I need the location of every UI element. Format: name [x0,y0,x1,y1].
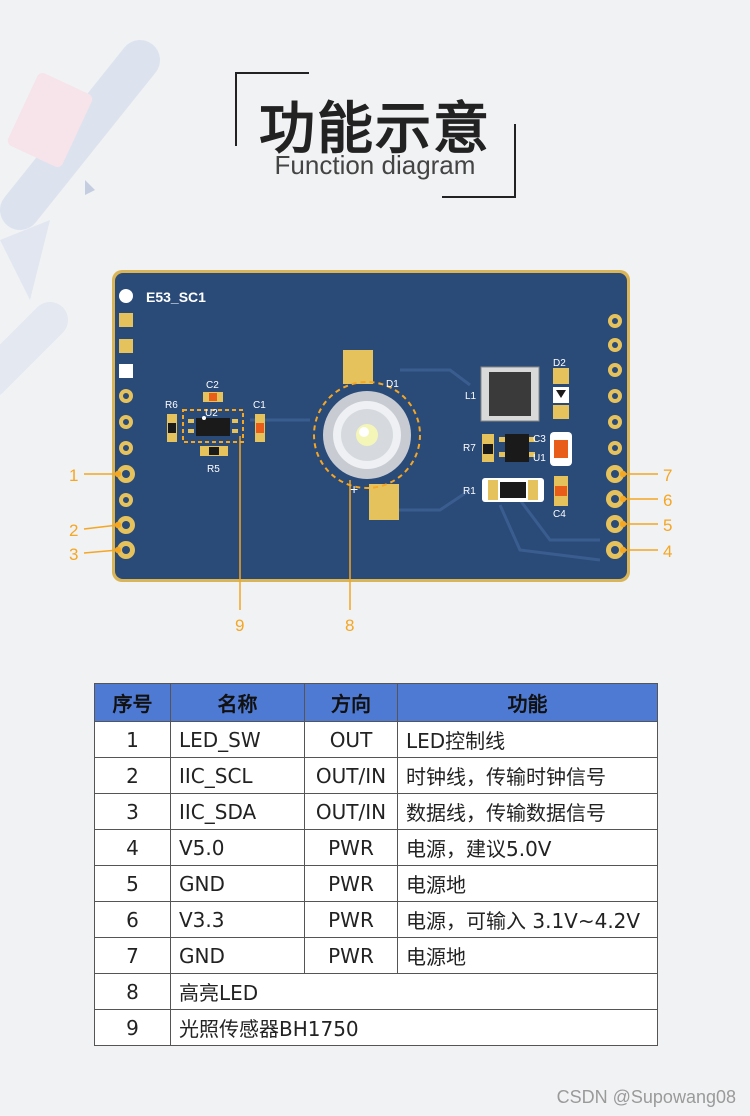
header-direction: 方向 [304,683,398,722]
left-header-pins [117,313,135,559]
title-frame-corner [442,124,516,198]
callout-lines [83,436,658,610]
cell-direction: OUT/IN [304,793,398,830]
right-header-pins [606,314,624,559]
cell-index: 1 [94,721,171,758]
cell-index: 6 [94,901,171,938]
cell-direction: PWR [304,865,398,902]
page-title: 功能示意 [259,97,491,162]
table-header-row: 序号 名称 方向 功能 [94,683,658,722]
callout-8: 8 [345,616,354,635]
cell-index: 8 [94,973,171,1010]
header-name: 名称 [170,683,305,722]
cell-name: IIC_SCL [170,757,305,794]
cell-name: V5.0 [170,829,305,866]
cell-direction: PWR [304,901,398,938]
diode-d2 [553,368,569,384]
table-row: 9 光照传感器BH1750 [94,1009,658,1046]
callout-9: 9 [235,616,244,635]
label-c2: C2 [206,380,219,391]
inductor-l1 [480,366,540,422]
label-c3: C3 [533,434,546,445]
regulator-u1 [499,434,535,462]
pcb-traces [250,368,601,562]
pin-function-table: 序号 名称 方向 功能 1 LED_SW OUT LED控制线 2 IIC_SC… [94,683,658,1046]
cell-function: 电源地 [397,865,658,902]
title-frame-corner [235,72,309,146]
cell-direction: OUT [304,721,398,758]
label-d2: D2 [553,358,566,369]
label-r6: R6 [165,400,178,411]
label-r1: R1 [463,486,476,497]
cell-function: 时钟线，传输时钟信号 [397,757,658,794]
cell-direction: OUT/IN [304,757,398,794]
watermark: CSDN @Supowang08 [556,1087,736,1107]
label-d1: D1 [386,379,399,390]
label-plus: + [350,481,358,497]
cell-name: LED_SW [170,721,305,758]
cell-index: 5 [94,865,171,902]
cell-direction: PWR [304,829,398,866]
resistor-r1 [482,478,544,502]
cell-description: 光照传感器BH1750 [170,1009,658,1046]
label-r7: R7 [463,443,476,454]
table-row: 5 GND PWR 电源地 [94,865,658,902]
label-c4: C4 [553,509,566,520]
cell-index: 7 [94,937,171,974]
cell-name: GND [170,865,305,902]
table-row: 2 IIC_SCL OUT/IN 时钟线，传输时钟信号 [94,757,658,794]
table-row: 3 IIC_SDA OUT/IN 数据线，传输数据信号 [94,793,658,830]
callout-1: 1 [69,466,78,485]
callout-6: 6 [663,491,672,510]
label-l1: L1 [465,391,477,402]
cell-index: 9 [94,1009,171,1046]
cell-function: 数据线，传输数据信号 [397,793,658,830]
header-index: 序号 [94,683,171,722]
callout-5: 5 [663,516,672,535]
cell-name: V3.3 [170,901,305,938]
callout-4: 4 [663,542,672,561]
callout-2: 2 [69,521,78,540]
table-row: 4 V5.0 PWR 电源，建议5.0V [94,829,658,866]
cell-function: 电源，可输入 3.1V~4.2V [397,901,658,938]
high-power-led-d1 [313,381,421,489]
mounting-hole [119,289,133,303]
cell-function: 电源，建议5.0V [397,829,658,866]
header-function: 功能 [397,683,658,722]
cell-index: 4 [94,829,171,866]
table-row: 6 V3.3 PWR 电源，可输入 3.1V~4.2V [94,901,658,938]
label-c1: C1 [253,400,266,411]
label-r5: R5 [207,464,220,475]
cell-function: LED控制线 [397,721,658,758]
cell-index: 3 [94,793,171,830]
callout-3: 3 [69,545,78,564]
cell-description: 高亮LED [170,973,658,1010]
callout-7: 7 [663,466,672,485]
page-subtitle: Function diagram [274,150,476,180]
light-sensor-u2 [182,409,244,443]
title-block: 功能示意 Function diagram [230,72,520,202]
cell-function: 电源地 [397,937,658,974]
cell-direction: PWR [304,937,398,974]
cell-name: GND [170,937,305,974]
table-row: 8 高亮LED [94,973,658,1010]
cell-name: IIC_SDA [170,793,305,830]
table-row: 7 GND PWR 电源地 [94,937,658,974]
label-u1: U1 [533,453,546,464]
pcb-board-diagram: E53_SC1 [69,270,672,635]
label-u2: U2 [205,408,218,419]
table-row: 1 LED_SW OUT LED控制线 [94,721,658,758]
board-name: E53_SC1 [146,289,206,305]
cell-index: 2 [94,757,171,794]
